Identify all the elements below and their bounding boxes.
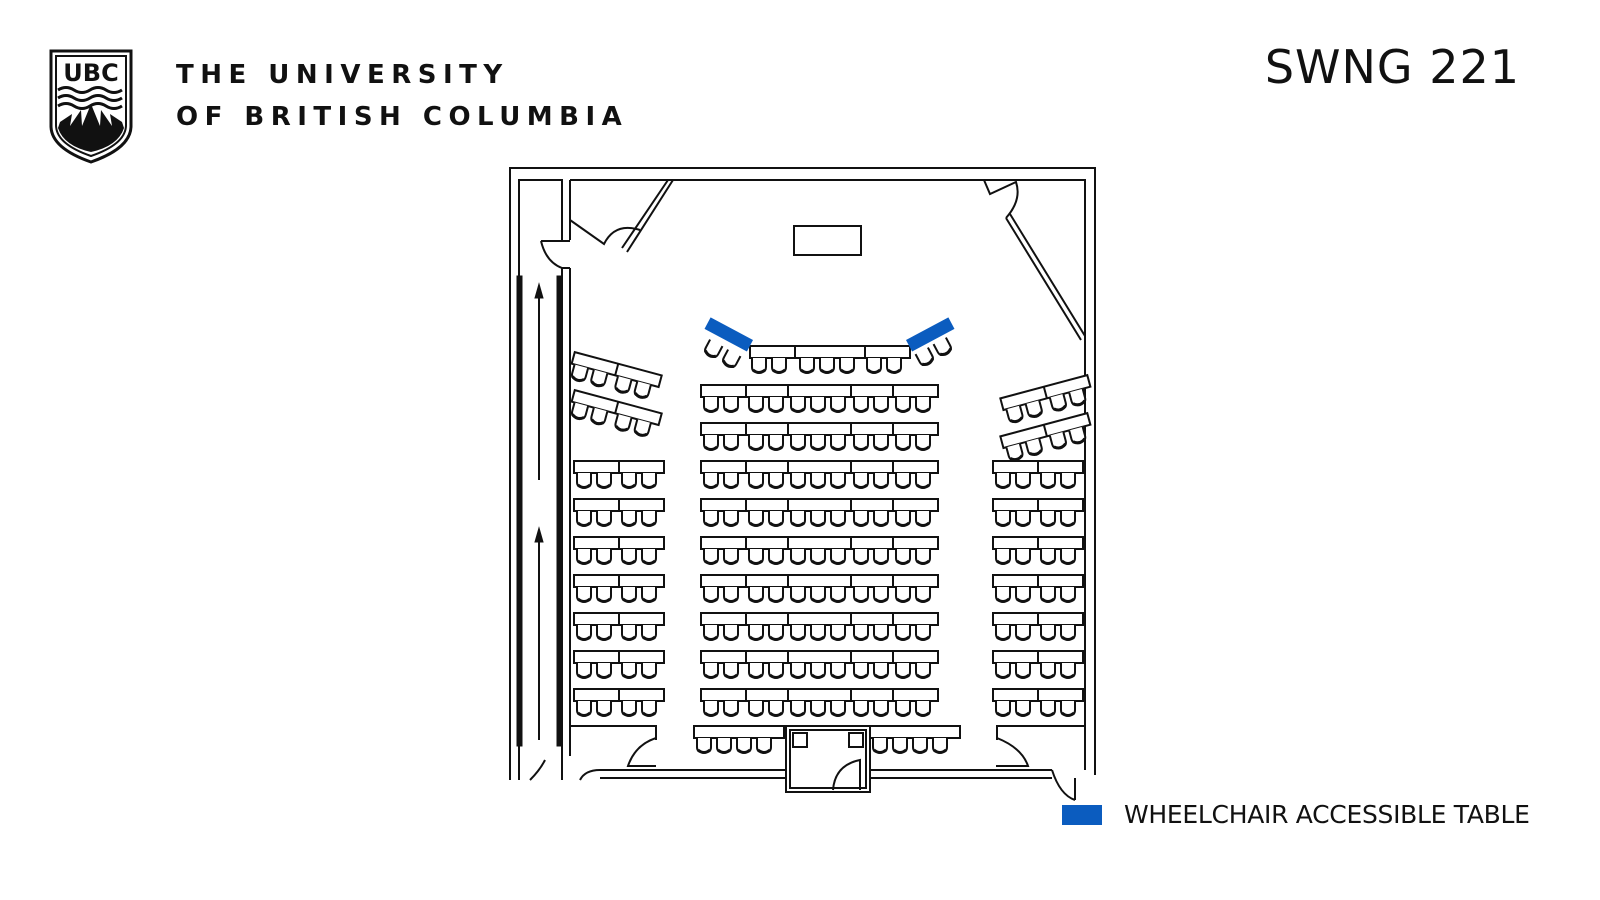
left-seating-block <box>569 350 665 717</box>
lectern <box>793 225 862 256</box>
door-bottom-right <box>996 725 1085 767</box>
entry-ramp <box>516 275 563 747</box>
wheelchair-accessible-swatch <box>1062 804 1102 825</box>
front-row <box>701 317 955 374</box>
bottom-wall <box>529 759 1076 801</box>
ubc-crest-logo: UBC <box>49 49 133 164</box>
accessible-table-left <box>704 317 754 352</box>
accessible-table-right <box>905 317 955 352</box>
right-seating-block <box>992 373 1092 717</box>
room-code: SWNG 221 <box>1264 40 1520 94</box>
university-line-2: OF BRITISH COLUMBIA <box>176 102 629 132</box>
door-top-left <box>540 179 674 269</box>
center-seating-block <box>700 384 939 717</box>
svg-text:UBC: UBC <box>63 59 118 87</box>
control-booth <box>785 725 871 793</box>
university-line-1: THE UNIVERSITY <box>176 60 509 90</box>
university-name: THE UNIVERSITY OF BRITISH COLUMBIA <box>176 54 628 138</box>
door-top-right <box>983 179 1086 341</box>
door-bottom-left <box>570 725 657 767</box>
legend-label: WHEELCHAIR ACCESSIBLE TABLE <box>1124 800 1530 829</box>
legend: WHEELCHAIR ACCESSIBLE TABLE <box>1062 800 1530 829</box>
